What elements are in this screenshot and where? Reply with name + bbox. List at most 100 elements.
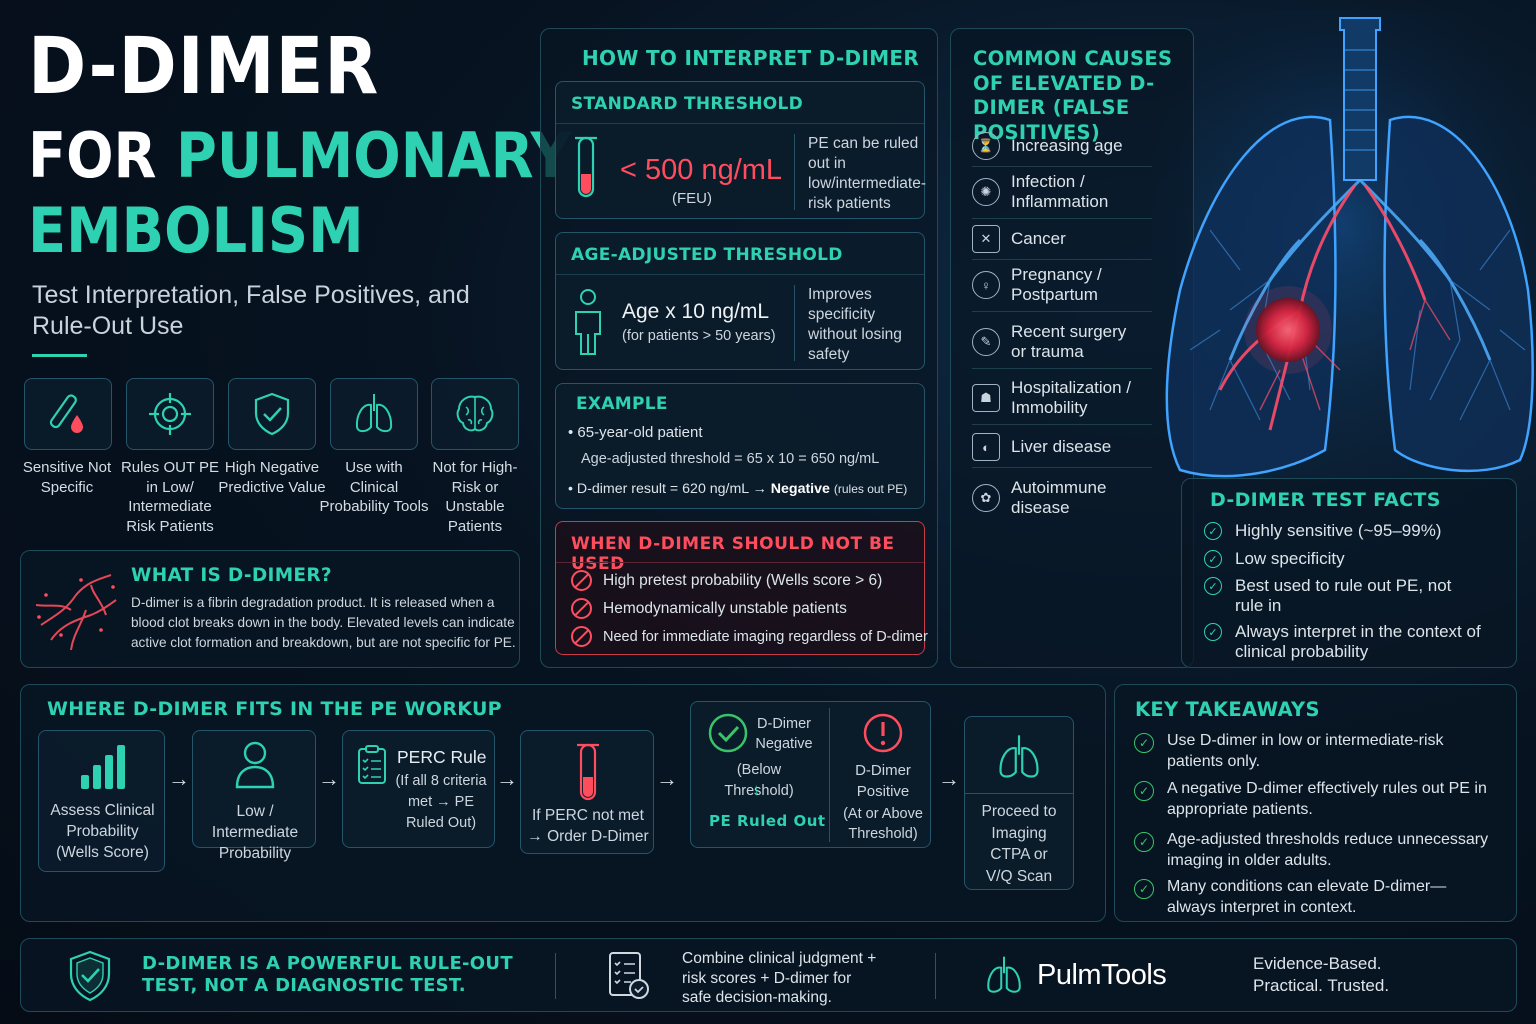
alert-circle-icon (863, 713, 903, 753)
scalpel-icon: ✎ (972, 328, 1000, 356)
neg-sub: (Below Threshold) (724, 762, 794, 799)
footer-brand: PulmTools (1037, 959, 1167, 991)
cause-cancer: ✕Cancer (972, 225, 1066, 253)
pos-title: D-Dimer Positive (855, 762, 911, 800)
step-order: If PERC not met → Order D-Dimer (520, 730, 654, 854)
standard-threshold-card: STANDARD THRESHOLD < 500 ng/mL (FEU) PE … (555, 81, 926, 219)
takeaway-1: ✓Use D-dimer in low or intermediate-risk… (1134, 731, 1497, 772)
test-tube-icon (577, 743, 599, 801)
feature-label-npv: High Negative Predictive Value (218, 459, 326, 496)
check-icon: ✓ (1134, 879, 1154, 899)
feature-label-sensitive: Sensitive Not Specific (22, 459, 112, 496)
age-icon: ⏳ (972, 132, 1000, 160)
takeaways-panel: KEY TAKEAWAYS ✓Use D-dimer in low or int… (1114, 684, 1517, 922)
clipboard-check-icon (609, 952, 649, 999)
example-rules-out: (rules out PE) (833, 482, 908, 496)
person-icon (575, 289, 601, 355)
cause-autoimmune: ✿Autoimmune disease (972, 478, 1131, 518)
standard-unit: (FEU) (672, 190, 712, 207)
user-icon (235, 741, 275, 789)
neg-title: D-Dimer Negative (755, 716, 813, 752)
footer-combine: Combine clinical judgment + risk scores … (682, 950, 877, 1006)
example-result: • D-dimer result = 620 ng/mL → (568, 481, 767, 497)
fact-3: ✓Best used to rule out PE, not rule in (1204, 576, 1455, 616)
flow-arrow: → (656, 766, 678, 791)
feature-npv (228, 378, 316, 450)
step-imaging-label: Proceed to Imaging CTPA or V/Q Scan (981, 803, 1057, 885)
title-line-1: D-DIMER (28, 22, 380, 112)
title-pulmonary: PULMONARY (175, 119, 571, 192)
cause-age: ⏳Increasing age (972, 132, 1123, 160)
cause-hospitalization: ☗Hospitalization / Immobility (972, 378, 1151, 418)
fact-1: ✓Highly sensitive (~95–99%) (1204, 521, 1441, 541)
what-is-text: D-dimer is a fibrin degradation product.… (131, 595, 516, 650)
not-used-title: WHEN D-DIMER SHOULD NOT BE USED (571, 534, 895, 574)
flow-arrow: → (168, 766, 190, 791)
step-order-label: If PERC not met → Order D-Dimer (527, 807, 649, 845)
ban-icon (571, 598, 592, 619)
pos-sub: (At or Above Threshold) (843, 806, 923, 842)
shield-check-icon (254, 392, 290, 436)
standard-value: < 500 ng/mL (620, 154, 783, 186)
check-icon: ✓ (1204, 577, 1222, 595)
pregnancy-icon: ♀ (972, 271, 1000, 299)
check-icon: ✓ (1204, 550, 1222, 568)
footer-headline: D-DIMER IS A POWERFUL RULE-OUT TEST, NOT… (142, 953, 513, 996)
example-title: EXAMPLE (576, 394, 668, 414)
title-line-2: FOR PULMONARY (28, 125, 571, 187)
step-assess-label: Assess Clinical Probability (Wells Score… (50, 802, 155, 861)
lungs-icon (355, 394, 393, 433)
example-line-2: Age-adjusted threshold = 65 x 10 = 650 n… (581, 451, 880, 467)
clot-fibers-icon (35, 574, 117, 651)
flow-arrow: → (938, 766, 960, 791)
takeaway-4: ✓Many conditions can elevate D-dimer— al… (1134, 877, 1497, 918)
check-icon: ✓ (1134, 781, 1154, 801)
step-assess: Assess Clinical Probability (Wells Score… (38, 730, 165, 872)
check-icon: ✓ (1134, 733, 1154, 753)
workup-title: WHERE D-DIMER FITS IN THE PE WORKUP (47, 698, 502, 720)
footer-tagline: Evidence-Based. Practical. Trusted. (1253, 954, 1390, 995)
title-for: FOR (28, 119, 157, 192)
virus-icon: ✺ (972, 178, 1000, 206)
cause-pregnancy: ♀Pregnancy / Postpartum (972, 265, 1141, 305)
feature-label-not-high-risk: Not for High-Risk or Unstable Patients (432, 459, 518, 535)
bed-icon: ☗ (972, 384, 1000, 412)
example-negative: Negative (770, 481, 830, 497)
cause-surgery: ✎Recent surgery or trauma (972, 322, 1141, 362)
feature-not-high-risk (431, 378, 519, 450)
ban-icon (571, 570, 592, 591)
what-is-title: WHAT IS D-DIMER? (131, 565, 332, 586)
subtitle: Test Interpretation, False Positives, an… (32, 281, 470, 340)
brain-icon (456, 395, 494, 432)
causes-title: COMMON CAUSES OF ELEVATED D-DIMER (FALSE… (973, 47, 1173, 144)
age-value: Age x 10 ng/mL (622, 300, 770, 323)
title-line-3: EMBOLISM (28, 194, 364, 267)
interpret-title: HOW TO INTERPRET D-DIMER (582, 46, 920, 70)
step-probability: Low / Intermediate Probability (192, 730, 316, 862)
neg-result: PE Ruled Out (709, 812, 826, 830)
not-used-item-3: Need for immediate imaging regardless of… (571, 626, 928, 647)
feature-label-rules-out: Rules OUT PE in Low/ Intermediate Risk P… (120, 459, 220, 535)
step-probability-label: Low / Intermediate Probability (211, 803, 299, 862)
footer-panel: D-DIMER IS A POWERFUL RULE-OUT TEST, NOT… (20, 938, 1517, 1012)
check-circle-icon (708, 713, 748, 753)
check-icon: ✓ (1204, 623, 1222, 641)
example-card: EXAMPLE • 65-year-old patient Age-adjust… (555, 383, 925, 509)
lungs-illustration (1150, 10, 1536, 485)
age-note: Improves specificity without losing safe… (808, 286, 902, 363)
checklist-icon (358, 745, 386, 784)
not-used-item-1: High pretest probability (Wells score > … (571, 570, 882, 591)
age-sub: (for patients > 50 years) (622, 328, 776, 344)
lungs-icon (999, 735, 1039, 778)
age-threshold-card: AGE-ADJUSTED THRESHOLD Age x 10 ng/mL (f… (555, 232, 925, 370)
takeaway-2: ✓A negative D-dimer effectively rules ou… (1134, 779, 1497, 820)
feature-label-clinical-tools: Use with Clinical Probability Tools (319, 459, 429, 515)
shield-check-icon (69, 950, 111, 1002)
facts-title: D-DIMER TEST FACTS (1210, 489, 1441, 511)
age-title: AGE-ADJUSTED THRESHOLD (571, 245, 843, 265)
facts-panel: D-DIMER TEST FACTS ✓Highly sensitive (~9… (1181, 478, 1517, 668)
step-imaging: Proceed to Imaging CTPA or V/Q Scan (964, 716, 1074, 890)
flow-arrow: → (496, 766, 518, 791)
fact-4: ✓Always interpret in the context of clin… (1204, 622, 1525, 662)
pulmtools-logo-icon (987, 956, 1021, 993)
